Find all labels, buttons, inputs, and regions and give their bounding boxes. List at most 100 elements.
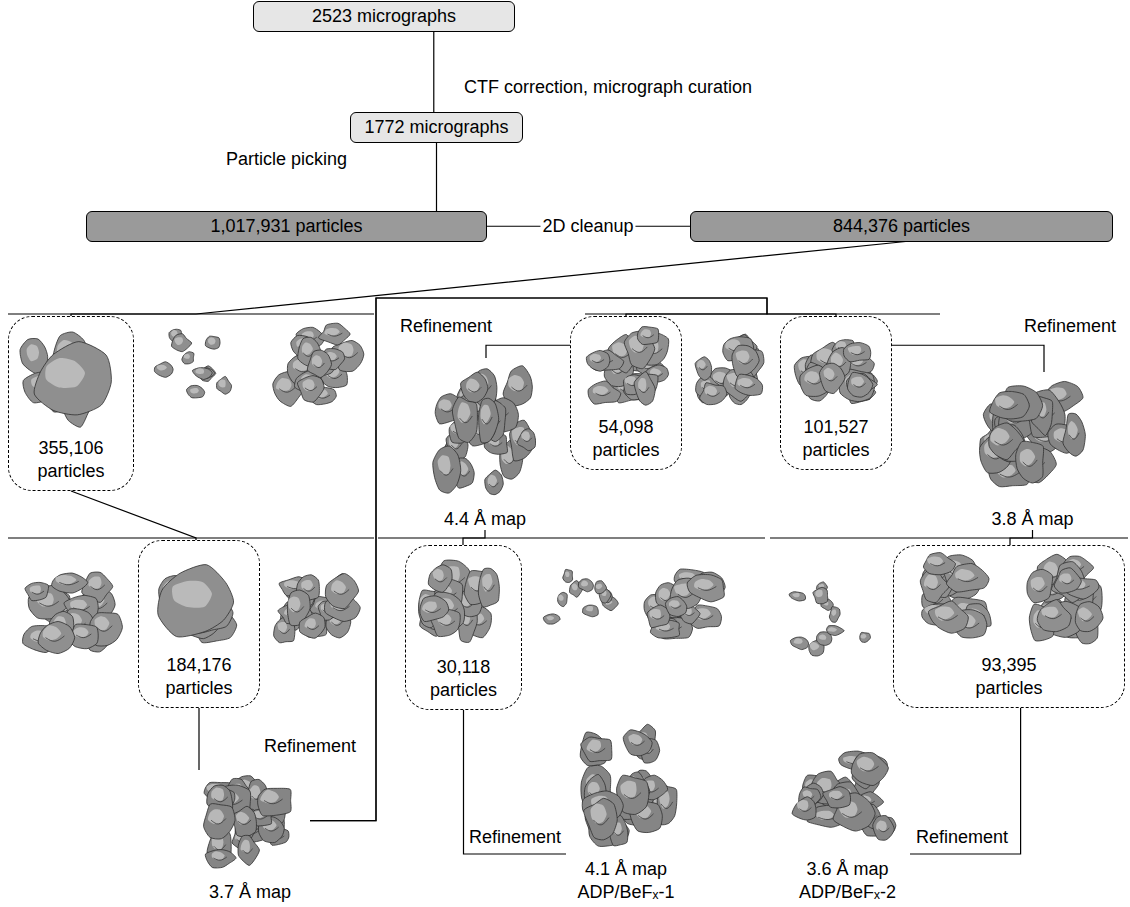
density-highlight (581, 581, 588, 587)
density-highlight (521, 431, 530, 441)
density-highlight (208, 809, 224, 824)
connector (892, 345, 1044, 372)
density-lobe (695, 357, 711, 381)
density-detail (614, 831, 624, 836)
density-highlight (816, 811, 834, 820)
density-map (158, 565, 237, 643)
density-highlight (804, 371, 819, 383)
density-highlight (935, 607, 954, 621)
density-lobe (154, 362, 173, 378)
density-highlight (331, 580, 346, 594)
process-box: 844,376 particles (690, 211, 1113, 242)
density-detail (468, 387, 481, 392)
density-highlight (828, 627, 837, 631)
density-highlight (649, 609, 661, 619)
density-map (789, 582, 870, 656)
density-highlight (586, 606, 593, 611)
density-highlight (829, 791, 842, 800)
density-lobe (823, 787, 851, 808)
density-detail (1081, 616, 1094, 621)
density-detail (860, 766, 878, 771)
density-blob (192, 368, 212, 380)
density-highlight (694, 579, 713, 590)
density-detail (851, 352, 865, 355)
density-detail (91, 585, 105, 590)
node-heading: 101,527 particles (786, 416, 886, 461)
density-lobe (637, 327, 658, 345)
density-detail (661, 802, 673, 809)
density-highlight (1078, 607, 1092, 621)
density-highlight (211, 787, 224, 800)
step-label: Refinement (1022, 315, 1118, 338)
density-map (23, 572, 123, 654)
density-detail (291, 606, 304, 612)
class-box: 54,098 particles (570, 316, 682, 470)
density-blob (461, 372, 488, 402)
density-lobe (700, 383, 727, 405)
density-blob (637, 327, 658, 345)
density-lobe (789, 592, 806, 601)
density-blob (558, 592, 568, 606)
density-blob (318, 323, 350, 345)
density-lobe (485, 470, 504, 495)
density-blob (297, 376, 324, 403)
density-detail (280, 629, 290, 633)
density-detail (435, 578, 447, 582)
density-detail (596, 392, 611, 395)
density-lobe (790, 637, 808, 650)
density-lobe (52, 573, 88, 593)
density-lobe (588, 381, 621, 404)
density-highlight (1020, 449, 1035, 466)
density-highlight (824, 368, 835, 380)
density-blob (928, 601, 968, 633)
density-highlight (876, 820, 887, 831)
density-highlight (565, 572, 569, 578)
density-blob (588, 381, 621, 404)
density-highlight (857, 757, 875, 772)
node-heading: 54,098 particles (576, 416, 676, 461)
density-highlight (172, 581, 212, 608)
density-highlight (591, 803, 607, 823)
density-highlight (851, 377, 864, 387)
process-box: 1,017,931 particles (86, 211, 487, 242)
density-highlight (174, 337, 183, 345)
density-detail (304, 587, 315, 591)
density-blob (735, 374, 763, 395)
density-highlight (1059, 573, 1071, 583)
density-lobe (205, 850, 236, 868)
density-lobe (297, 376, 324, 403)
density-highlight (995, 395, 1014, 408)
density-lobe (205, 336, 220, 349)
density-highlight (658, 588, 670, 601)
connector (464, 710, 567, 854)
density-blob (325, 574, 358, 609)
density-lobe (1016, 441, 1044, 483)
connector (1010, 530, 1033, 545)
density-highlight (88, 577, 101, 589)
density-highlight (301, 580, 313, 591)
density-highlight (278, 622, 288, 633)
density-detail (523, 438, 532, 442)
step-label: Particle picking (224, 148, 349, 171)
density-highlight (628, 734, 642, 745)
density-blob (873, 816, 895, 841)
density-blob (158, 565, 234, 637)
node-heading: 4.4 Å map (444, 508, 526, 531)
density-highlight (212, 851, 225, 860)
density-highlight (195, 368, 204, 374)
density-lobe (847, 372, 872, 397)
density-map (20, 332, 111, 427)
density-detail (853, 383, 865, 387)
density-blob (790, 637, 808, 650)
density-highlight (208, 338, 216, 345)
class-box: 355,106 particles (8, 316, 134, 491)
step-label: Refinement (467, 826, 563, 849)
density-blob (485, 470, 504, 495)
density-highlight (457, 402, 470, 423)
density-detail (305, 387, 317, 391)
density-detail (643, 335, 654, 338)
density-blob (420, 596, 449, 622)
density-detail (45, 636, 64, 641)
density-lobe (792, 797, 816, 820)
density-highlight (30, 585, 41, 593)
